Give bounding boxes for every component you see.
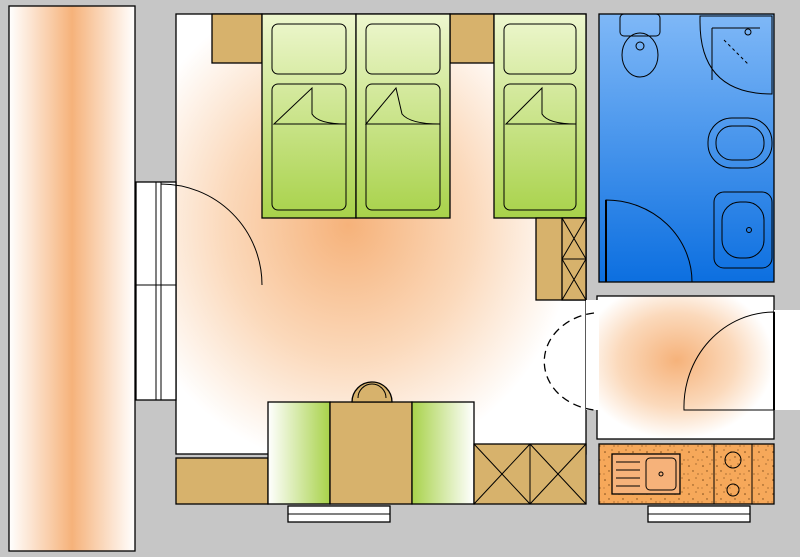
entrance-door-swing <box>683 311 775 411</box>
wall-opening-bedroom-hall <box>586 300 599 410</box>
stove-icon <box>713 444 753 504</box>
balcony-floor <box>8 5 136 552</box>
bed-1 <box>261 13 357 219</box>
cabinet-bottom-left <box>175 457 269 505</box>
desk-chair <box>351 381 393 403</box>
hallway-floor <box>596 295 775 440</box>
wardrobe-right <box>535 217 587 301</box>
bathroom-floor <box>598 13 775 283</box>
balcony-door-swing <box>160 183 263 286</box>
balcony-door-frame <box>135 181 177 401</box>
kitchen-sink-icon <box>611 453 681 495</box>
sink-icon <box>713 191 773 269</box>
cabinet-bottom-right <box>473 443 587 505</box>
desk-unit <box>267 401 475 505</box>
bathroom-door-swing <box>605 199 693 283</box>
nightstand-left <box>211 13 263 64</box>
toilet-icon <box>619 13 661 78</box>
bed-2 <box>355 13 451 219</box>
shower-icon <box>699 15 773 95</box>
bottom-window-right <box>647 505 751 523</box>
nightstand-right <box>449 13 495 64</box>
entrance-opening <box>774 310 800 410</box>
bed-3 <box>493 13 587 219</box>
bottom-window-left <box>287 505 391 523</box>
bidet-icon <box>707 117 773 169</box>
